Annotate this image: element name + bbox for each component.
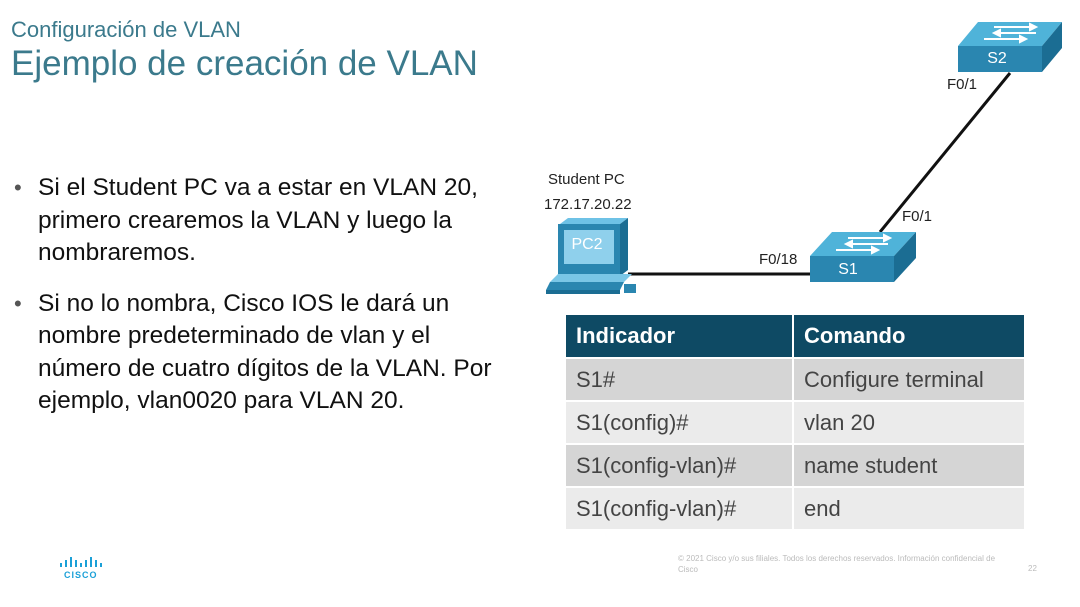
page-number: 22 [1028, 564, 1037, 573]
pc-icon: PC2 [546, 218, 636, 294]
column-header-comando: Comando [793, 315, 1026, 358]
slide-subtitle: Configuración de VLAN [11, 17, 241, 42]
cable-s1-s2 [878, 72, 1012, 233]
pc-name: PC2 [571, 236, 602, 253]
port-label-s1-f01: F0/1 [902, 208, 932, 225]
bullet-item: • Si el Student PC va a estar en VLAN 20… [14, 172, 504, 270]
table-row: S1(config)# vlan 20 [566, 400, 1026, 444]
switch-s2-icon: S2 [958, 22, 1062, 72]
prompt-cell: S1(config-vlan)# [566, 486, 794, 529]
switch-s2-name: S2 [987, 50, 1007, 67]
port-label-s2-f01: F0/1 [947, 76, 977, 93]
command-cell: name student [793, 443, 1026, 487]
table-row: S1(config-vlan)# end [566, 486, 1026, 529]
cisco-logo-text: CISCO [64, 570, 98, 580]
command-cell: end [793, 486, 1026, 529]
prompt-cell: S1# [566, 357, 794, 401]
prompt-cell: S1(config)# [566, 400, 794, 444]
bullet-text: Si no lo nombra, Cisco IOS le dará un no… [38, 289, 492, 415]
prompt-cell: S1(config-vlan)# [566, 443, 794, 487]
command-cell: Configure terminal [793, 357, 1026, 401]
table-header-row: Indicador Comando [566, 315, 1026, 358]
bullet-list: • Si el Student PC va a estar en VLAN 20… [14, 172, 504, 436]
port-label-s1-f018: F0/18 [759, 251, 797, 268]
pc-label: Student PC [548, 171, 625, 188]
table-row: S1(config-vlan)# name student [566, 443, 1026, 487]
pc-ip-address: 172.17.20.22 [544, 196, 632, 213]
command-cell: vlan 20 [793, 400, 1026, 444]
column-header-indicador: Indicador [566, 315, 794, 358]
bullet-text: Si el Student PC va a estar en VLAN 20, … [38, 174, 478, 266]
switch-s1-icon: S1 [810, 232, 916, 282]
bullet-dot: • [14, 175, 22, 200]
cisco-logo-bars-icon [60, 557, 102, 567]
slide-title: Ejemplo de creación de VLAN [11, 44, 478, 83]
switch-s1-name: S1 [838, 261, 858, 278]
table-row: S1# Configure terminal [566, 357, 1026, 401]
bullet-dot: • [14, 290, 22, 316]
copyright-note: © 2021 Cisco y/o sus filiales. Todos los… [678, 554, 996, 574]
command-table: Indicador Comando S1# Configure terminal… [566, 315, 1026, 529]
bullet-item: • Si no lo nombra, Cisco IOS le dará un … [14, 288, 504, 418]
